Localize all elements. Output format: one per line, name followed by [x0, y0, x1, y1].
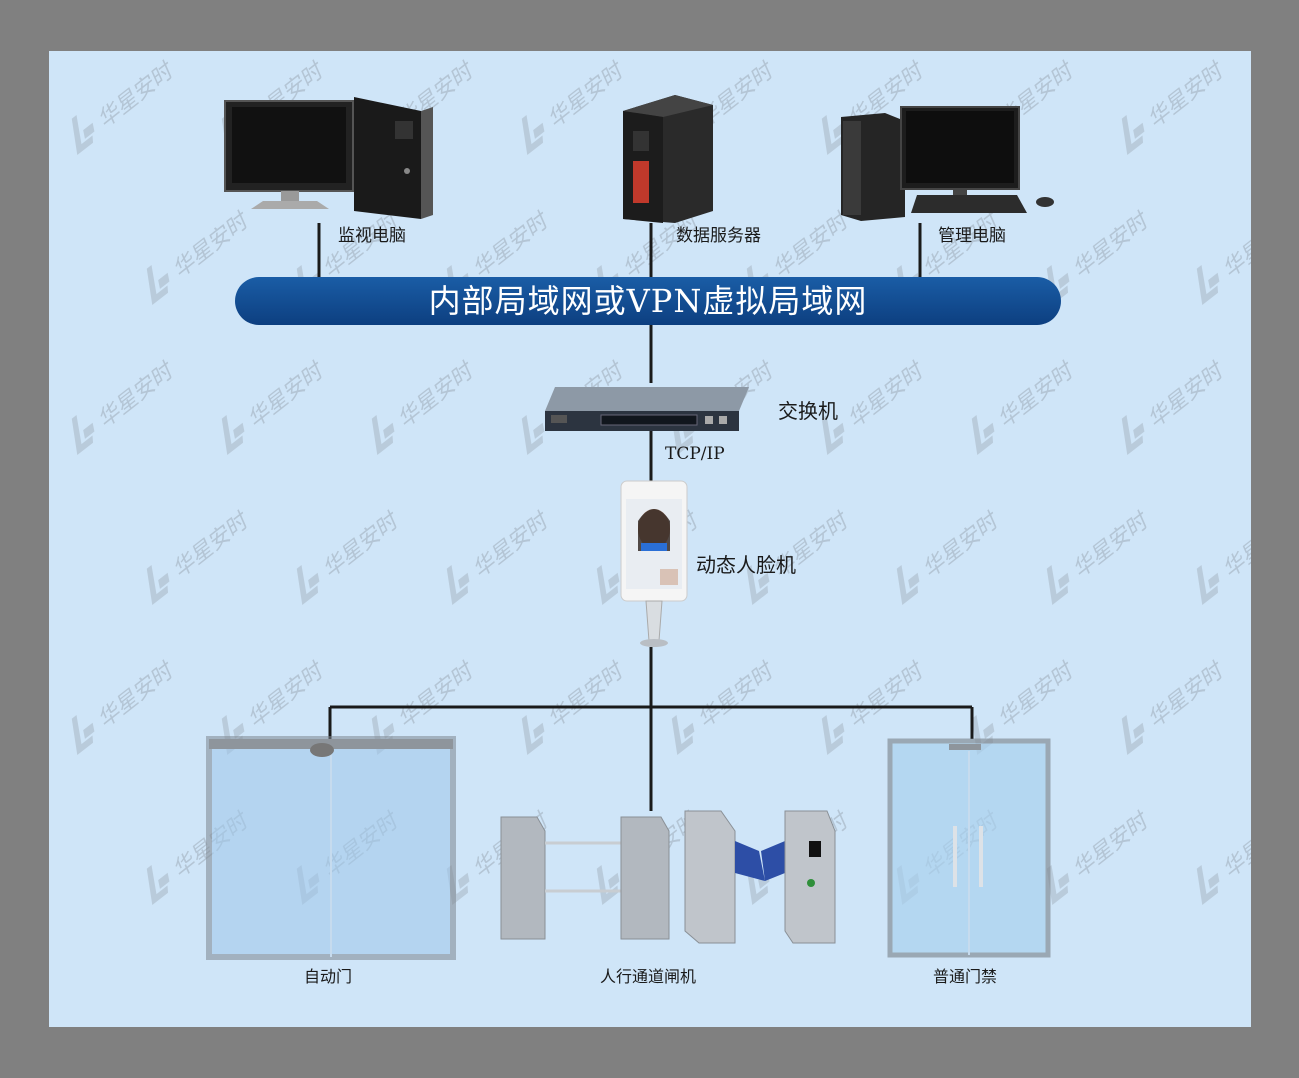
- auto-door-illustration: [206, 736, 456, 960]
- watermark-logo-icon: [521, 115, 545, 156]
- watermark-logo-icon: [671, 715, 695, 756]
- face-terminal-illustration: [620, 480, 688, 647]
- watermark-logo-icon: [1196, 865, 1220, 906]
- watermark-logo-icon: [1121, 115, 1145, 156]
- watermark-logo-icon: [146, 265, 170, 306]
- label-data-server: 数据服务器: [676, 226, 761, 246]
- watermark-logo-icon: [971, 415, 995, 456]
- label-auto-door: 自动门: [304, 967, 353, 986]
- admin-pc-illustration: [841, 106, 1054, 221]
- connection-lines: [317, 223, 974, 811]
- label-normal-door: 普通门禁: [933, 967, 998, 986]
- normal-door-illustration: [887, 738, 1051, 958]
- watermark-logo-icon: [821, 715, 845, 756]
- watermark-logo-icon: [71, 415, 95, 456]
- watermark-logo-icon: [821, 415, 845, 456]
- watermark-logo-icon: [1196, 565, 1220, 606]
- switch-illustration: [545, 387, 749, 431]
- label-turnstile: 人行通道闸机: [600, 967, 697, 986]
- watermark-logo-icon: [521, 415, 545, 456]
- diagram-canvas: 华星安时华星安时华星安时华星安时华星安时华星安时华星安时华星安时华星安时华星安时…: [49, 51, 1251, 1027]
- monitor-pc-illustration: [224, 97, 433, 219]
- watermark-logo-icon: [371, 415, 395, 456]
- watermark-logo-icon: [746, 565, 770, 606]
- watermark-logo-icon: [71, 115, 95, 156]
- watermark-logo-icon: [1121, 415, 1145, 456]
- watermark-logo-icon: [1196, 265, 1220, 306]
- watermark-logo-icon: [521, 715, 545, 756]
- label-face-terminal: 动态人脸机: [696, 553, 796, 577]
- label-monitor-pc: 监视电脑: [338, 226, 406, 246]
- label-switch: 交换机: [778, 399, 838, 423]
- data-server-illustration: [623, 95, 713, 223]
- label-admin-pc: 管理电脑: [938, 226, 1006, 246]
- watermark-logo-icon: [1046, 565, 1070, 606]
- watermark-logo-icon: [1121, 715, 1145, 756]
- watermark-logo-icon: [1046, 865, 1070, 906]
- label-tcp-ip: TCP/IP: [665, 444, 725, 464]
- turnstile-illustration: [500, 810, 836, 944]
- watermark-logo-icon: [821, 115, 845, 156]
- watermark-logo-icon: [446, 565, 470, 606]
- watermark-logo-icon: [221, 415, 245, 456]
- watermark-logo-icon: [146, 865, 170, 906]
- watermark-logo-icon: [296, 565, 320, 606]
- watermark-logo-icon: [596, 865, 620, 906]
- watermark-logo-icon: [146, 565, 170, 606]
- lan-banner: 内部局域网或VPN虚拟局域网: [235, 277, 1061, 325]
- watermark-logo-icon: [71, 715, 95, 756]
- watermark-logo-icon: [896, 565, 920, 606]
- watermark-logo-icon: [596, 565, 620, 606]
- diagram-graphics: [206, 95, 1054, 960]
